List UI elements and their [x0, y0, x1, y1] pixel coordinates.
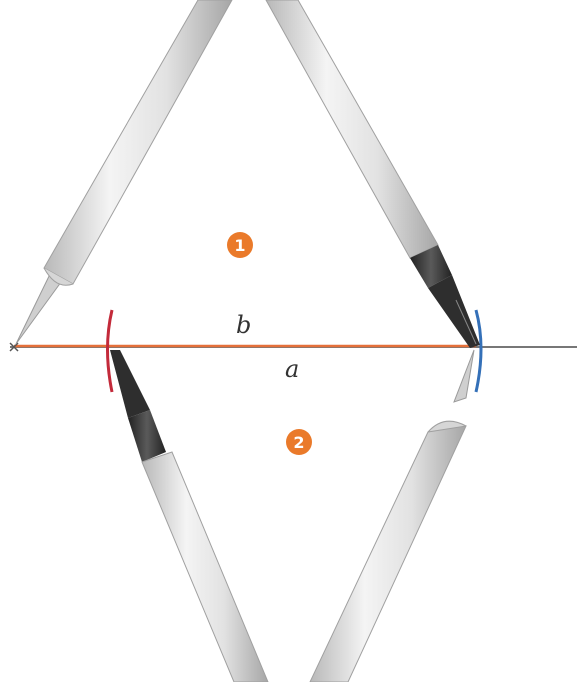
- compass-lower-needle-leg: [309, 349, 475, 682]
- compass-lower-pencil-leg: [110, 350, 269, 682]
- arc-left: [106, 309, 114, 393]
- step-number: 2: [293, 433, 304, 452]
- arc-right: [474, 309, 483, 393]
- knurl-grip: [128, 410, 166, 462]
- step-badge-1: 1: [227, 232, 253, 258]
- pencil-lead-icon: [428, 275, 480, 348]
- pencil-lead-icon: [110, 350, 150, 418]
- compass-leg-icon: [141, 451, 269, 682]
- label-a: a: [285, 355, 299, 383]
- start-point-marker: [9, 342, 19, 352]
- compass-leg-icon: [43, 0, 233, 285]
- compass-leg-icon: [265, 0, 439, 259]
- step-number: 1: [234, 236, 245, 255]
- compass-upper-needle-leg: [15, 0, 233, 345]
- compass-upper-pencil-leg: [265, 0, 480, 348]
- step-badge-2: 2: [286, 429, 312, 455]
- compass-leg-icon: [309, 425, 467, 682]
- needle-tip-icon: [453, 349, 475, 403]
- knurl-grip: [410, 245, 452, 288]
- label-b: b: [236, 311, 251, 339]
